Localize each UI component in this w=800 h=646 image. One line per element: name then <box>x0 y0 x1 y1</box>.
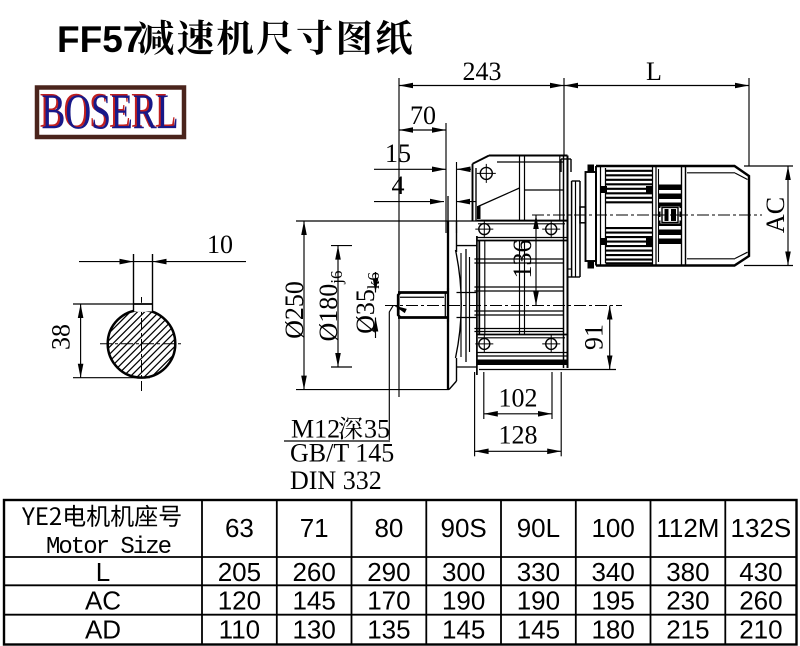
svg-text:128: 128 <box>499 421 538 450</box>
svg-text:205: 205 <box>218 557 261 587</box>
svg-text:340: 340 <box>591 557 634 587</box>
svg-text:260: 260 <box>292 557 335 587</box>
svg-text:230: 230 <box>666 586 709 616</box>
svg-text:80: 80 <box>374 513 403 543</box>
svg-text:145: 145 <box>442 615 485 645</box>
svg-text:102: 102 <box>499 384 538 413</box>
svg-text:135: 135 <box>367 615 410 645</box>
svg-text:10: 10 <box>207 230 233 259</box>
svg-text:180: 180 <box>591 615 634 645</box>
svg-text:190: 190 <box>517 586 560 616</box>
svg-text:91: 91 <box>580 324 609 350</box>
svg-text:330: 330 <box>517 557 560 587</box>
svg-text:BOSERL: BOSERL <box>39 83 176 138</box>
svg-text:63: 63 <box>225 513 254 543</box>
svg-text:110: 110 <box>219 615 260 645</box>
svg-text:210: 210 <box>739 615 782 645</box>
svg-text:4: 4 <box>392 171 405 200</box>
svg-text:100: 100 <box>591 513 634 543</box>
svg-text:215: 215 <box>666 615 709 645</box>
svg-text:90L: 90L <box>517 513 560 543</box>
svg-text:L: L <box>646 57 662 86</box>
svg-text:380: 380 <box>666 557 709 587</box>
svg-text:300: 300 <box>442 557 485 587</box>
svg-text:195: 195 <box>591 586 634 616</box>
svg-text:38: 38 <box>47 324 76 350</box>
svg-text:130: 130 <box>292 615 335 645</box>
svg-text:290: 290 <box>367 557 410 587</box>
svg-text:71: 71 <box>300 513 329 543</box>
svg-text:430: 430 <box>739 557 782 587</box>
svg-text:112M: 112M <box>656 513 719 543</box>
svg-text:AC: AC <box>85 586 121 616</box>
svg-text:35: 35 <box>364 415 390 444</box>
svg-text:Motor Size: Motor Size <box>46 534 172 561</box>
svg-text:GB/T 145: GB/T 145 <box>290 439 394 468</box>
svg-text:Ø250: Ø250 <box>280 281 309 339</box>
svg-text:FF57: FF57 <box>57 19 143 60</box>
svg-text:170: 170 <box>367 586 410 616</box>
svg-text:AC: AC <box>761 197 790 233</box>
svg-text:120: 120 <box>218 586 261 616</box>
svg-text:15: 15 <box>385 139 411 168</box>
svg-text:L: L <box>96 557 110 587</box>
svg-text:243: 243 <box>463 57 502 86</box>
svg-text:DIN 332: DIN 332 <box>290 466 382 495</box>
svg-text:BOSERL: BOSERL <box>42 84 179 139</box>
svg-text:M12: M12 <box>291 415 340 444</box>
svg-text:132S: 132S <box>731 513 792 543</box>
svg-text:145: 145 <box>292 586 335 616</box>
svg-text:90S: 90S <box>441 513 487 543</box>
svg-text:136: 136 <box>508 240 537 279</box>
svg-text:AD: AD <box>85 615 121 645</box>
svg-text:145: 145 <box>517 615 560 645</box>
svg-text:190: 190 <box>442 586 485 616</box>
svg-text:260: 260 <box>739 586 782 616</box>
svg-text:70: 70 <box>410 101 436 130</box>
